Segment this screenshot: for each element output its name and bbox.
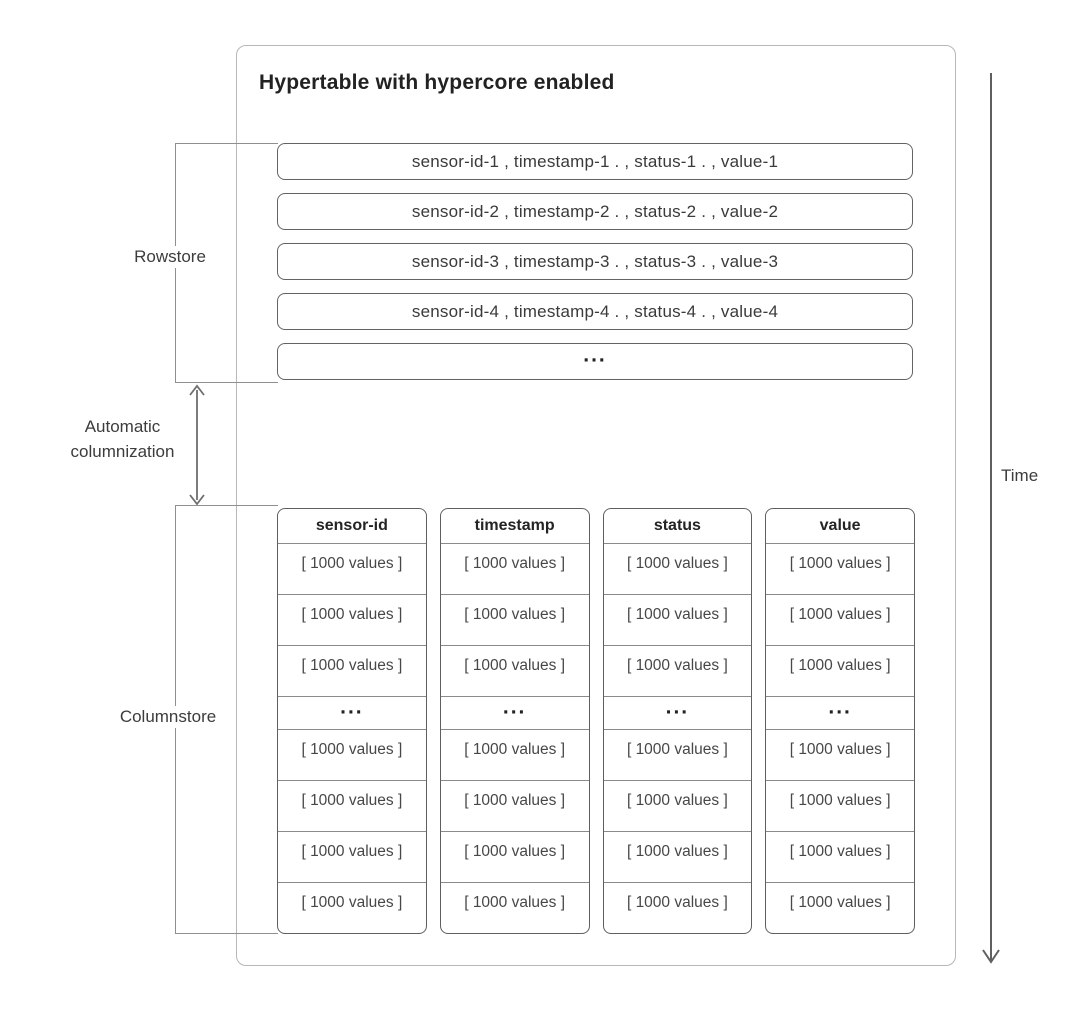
column-cell: [ 1000 values ] xyxy=(440,729,589,780)
column-header: sensor-id xyxy=(315,517,388,534)
column-ellipsis-cell: ... xyxy=(766,696,914,729)
columnization-label: Automatic columnization xyxy=(30,414,215,464)
column-value: value [ 1000 values ] [ 1000 values ] [ … xyxy=(765,508,915,934)
column-cell: [ 1000 values ] xyxy=(278,882,426,933)
rowstore-row: sensor-id-2 , timestamp-2 . , status-2 .… xyxy=(277,193,913,230)
column-header: status xyxy=(653,517,701,534)
arrow-down-head xyxy=(982,949,1000,964)
column-cell: [ 1000 values ] xyxy=(278,729,426,780)
column-cell: [ 1000 values ] xyxy=(278,594,426,645)
column-cell: [ 1000 values ] xyxy=(440,645,589,696)
time-axis-arrow-icon xyxy=(982,73,1000,964)
rowstore-row: sensor-id-1 , timestamp-1 . , status-1 .… xyxy=(277,143,913,180)
rowstore-row: sensor-id-4 , timestamp-4 . , status-4 .… xyxy=(277,293,913,330)
column-status: status [ 1000 values ] [ 1000 values ] [… xyxy=(602,508,753,934)
column-cell: [ 1000 values ] xyxy=(766,543,914,594)
ellipsis-text: ... xyxy=(340,695,364,719)
column-cell: [ 1000 values ] xyxy=(766,831,914,882)
column-cell: [ 1000 values ] xyxy=(603,594,752,645)
column-cell: [ 1000 values ] xyxy=(603,543,752,594)
column-ellipsis-cell: ... xyxy=(603,695,752,729)
rowstore-rows: sensor-id-1 , timestamp-1 . , status-1 .… xyxy=(277,143,913,393)
column-cell: [ 1000 values ] xyxy=(440,831,589,882)
column-cell: [ 1000 values ] xyxy=(278,780,426,831)
column-header: timestamp xyxy=(474,517,555,534)
column-cell: [ 1000 values ] xyxy=(603,645,752,696)
columnstore-columns: sensor-id [ 1000 values ] [ 1000 values … xyxy=(277,508,915,934)
columnstore-label: Columnstore xyxy=(102,706,234,728)
columnization-double-arrow-icon xyxy=(189,384,205,506)
column-cell: [ 1000 values ] xyxy=(440,780,589,831)
column-cell: [ 1000 values ] xyxy=(278,543,426,594)
time-label: Time xyxy=(1001,466,1039,485)
rowstore-row: sensor-id-3 , timestamp-3 . , status-3 .… xyxy=(277,243,913,280)
columnization-label-line: columnization xyxy=(70,442,175,461)
diagram-title: Hypertable with hypercore enabled xyxy=(259,71,615,94)
column-timestamp: timestamp [ 1000 values ] [ 1000 values … xyxy=(439,508,590,934)
arrow-up-head xyxy=(189,384,205,396)
column-cell: [ 1000 values ] xyxy=(440,594,589,645)
ellipsis-text: ... xyxy=(583,343,607,367)
columnization-label-line: Automatic xyxy=(84,417,161,436)
column-ellipsis-cell: ... xyxy=(440,695,589,729)
column-cell: [ 1000 values ] xyxy=(603,831,752,882)
arrow-down-head xyxy=(189,494,205,506)
column-cell: [ 1000 values ] xyxy=(440,882,589,933)
column-header: value xyxy=(819,517,861,534)
column-sensor-id: sensor-id [ 1000 values ] [ 1000 values … xyxy=(277,508,427,934)
column-cell: [ 1000 values ] xyxy=(440,543,589,594)
column-cell: [ 1000 values ] xyxy=(603,780,752,831)
column-cell: [ 1000 values ] xyxy=(278,645,426,696)
column-cell: [ 1000 values ] xyxy=(603,882,752,933)
column-cell: [ 1000 values ] xyxy=(766,882,914,933)
column-cell: [ 1000 values ] xyxy=(766,645,914,696)
ellipsis-text: ... xyxy=(502,695,527,719)
column-cell: [ 1000 values ] xyxy=(766,729,914,780)
column-cell: [ 1000 values ] xyxy=(766,594,914,645)
column-cell: [ 1000 values ] xyxy=(603,729,752,780)
column-ellipsis-cell: ... xyxy=(278,696,426,729)
rowstore-label: Rowstore xyxy=(116,246,224,268)
ellipsis-text: ... xyxy=(828,695,852,719)
column-cell: [ 1000 values ] xyxy=(766,780,914,831)
ellipsis-text: ... xyxy=(665,695,690,719)
rowstore-ellipsis-row: ... xyxy=(277,343,913,380)
column-cell: [ 1000 values ] xyxy=(278,831,426,882)
